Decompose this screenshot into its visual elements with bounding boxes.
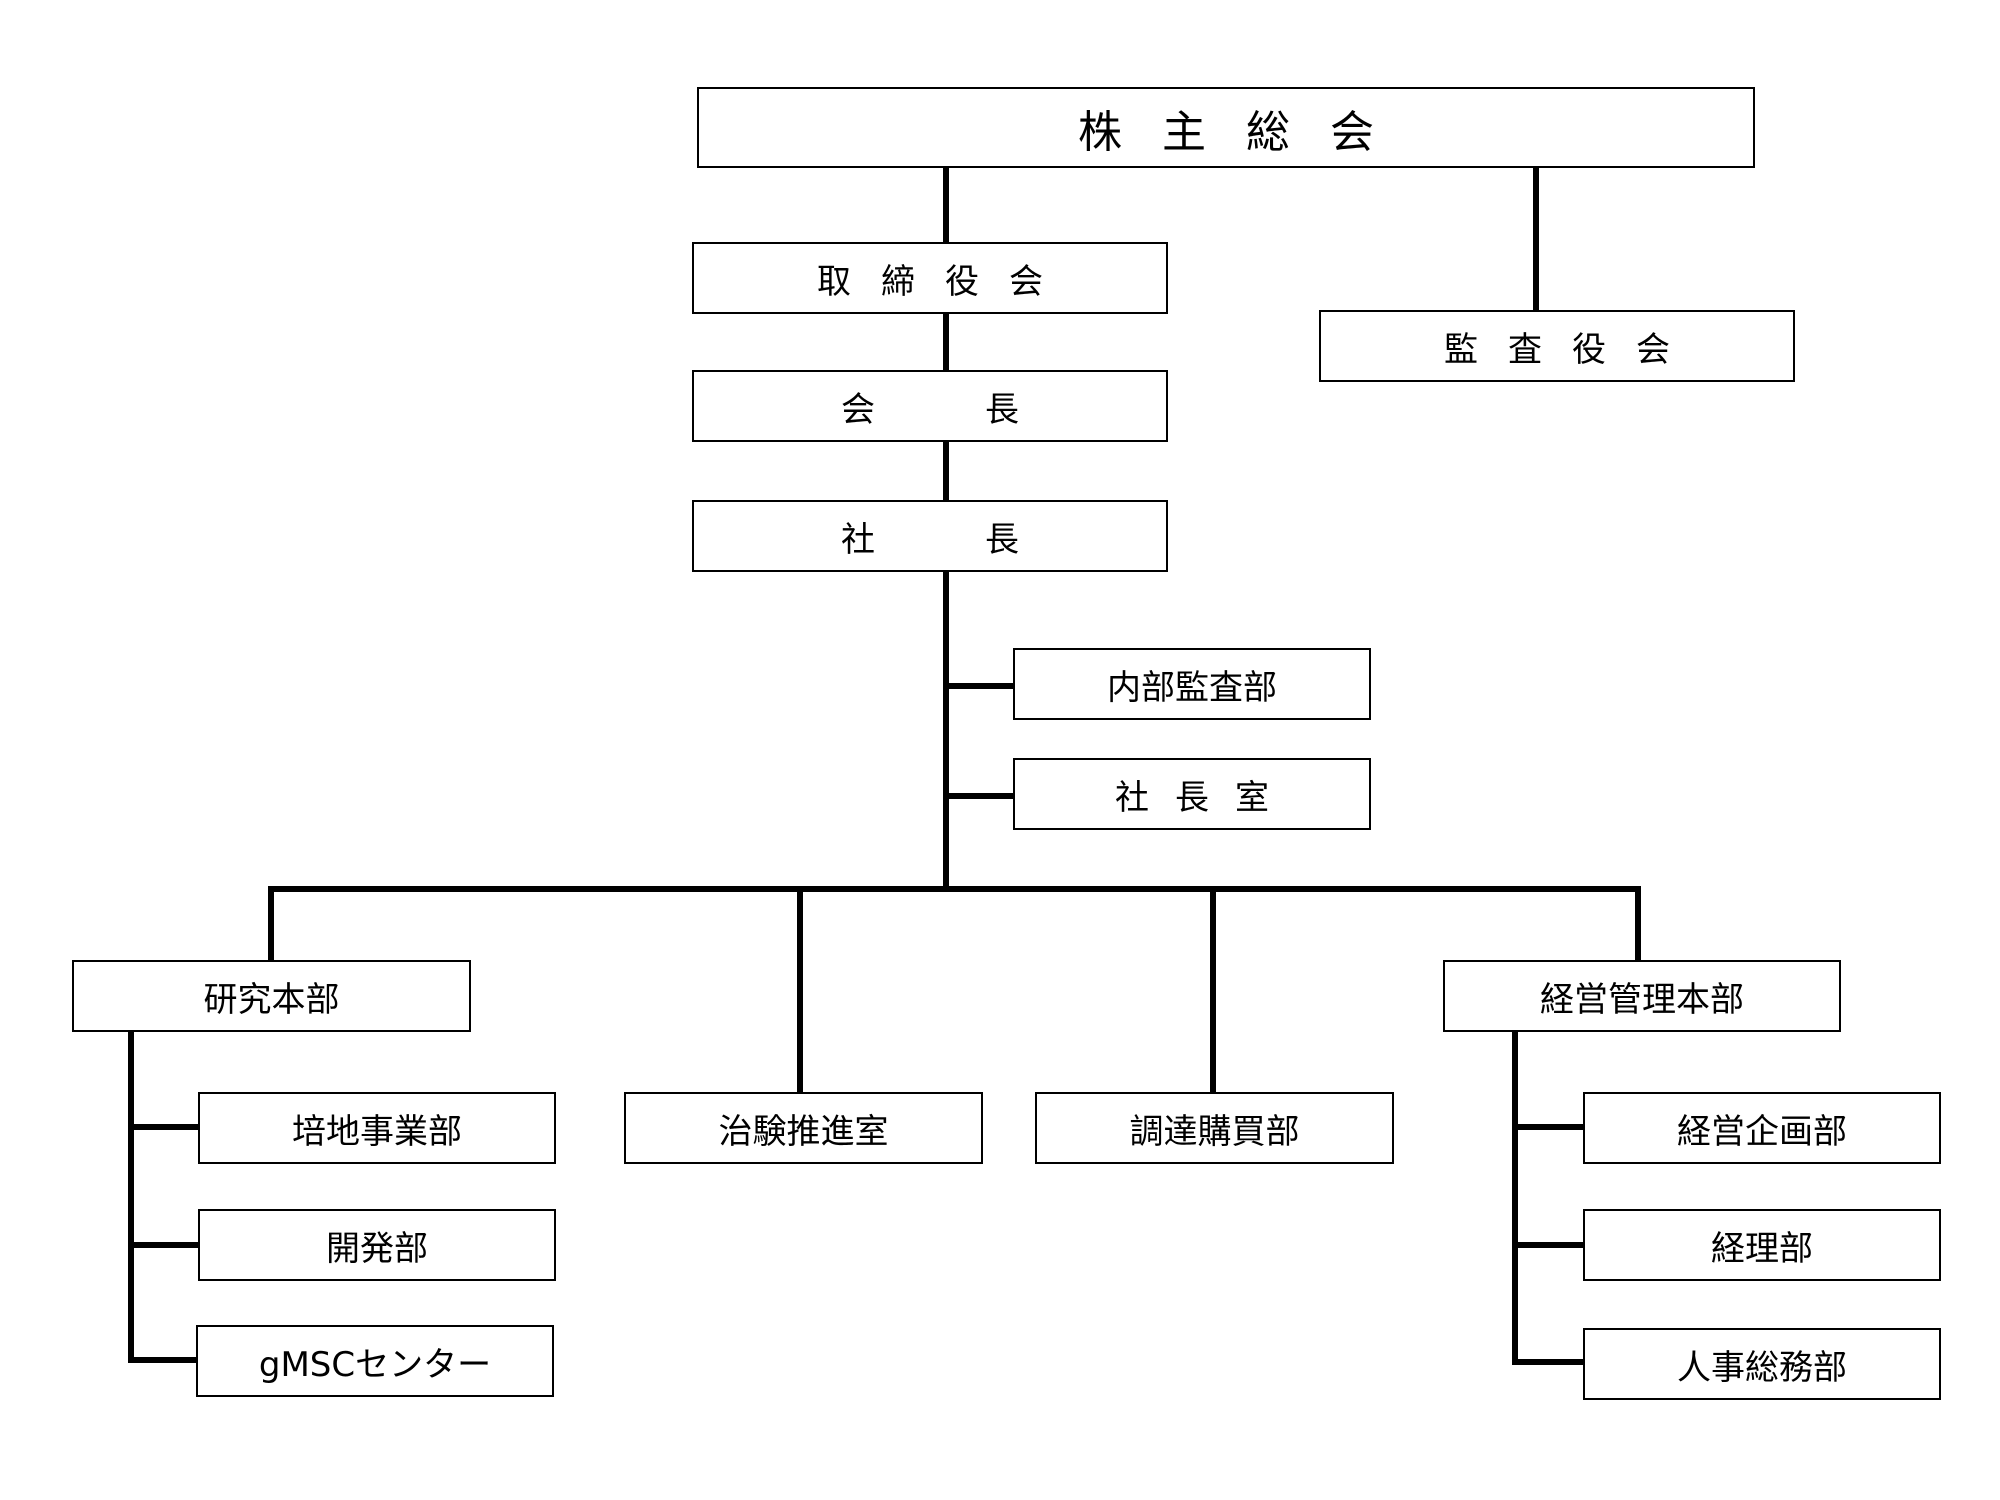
board-label: 取締役会 bbox=[817, 261, 1073, 302]
chairman-label: 会長 bbox=[841, 389, 1129, 430]
accounting-label: 経理部 bbox=[1711, 1228, 1813, 1269]
clinical-trial-box: 治験推進室 bbox=[624, 1092, 983, 1164]
procurement-label: 調達購買部 bbox=[1129, 1111, 1300, 1152]
corporate-planning-box: 経営企画部 bbox=[1583, 1092, 1941, 1164]
auditors-label: 監査役会 bbox=[1444, 329, 1700, 370]
development-box: 開発部 bbox=[198, 1209, 556, 1281]
research-hq-label: 研究本部 bbox=[203, 979, 340, 1020]
corporate-planning-label: 経営企画部 bbox=[1677, 1111, 1847, 1152]
culture-medium-label: 培地事業部 bbox=[292, 1111, 462, 1152]
internal-audit-box: 内部監査部 bbox=[1013, 648, 1371, 720]
gmsc-center-box: gMSCセンター bbox=[196, 1325, 554, 1397]
president-office-box: 社長室 bbox=[1013, 758, 1371, 830]
management-hq-label: 経営管理本部 bbox=[1540, 979, 1744, 1020]
development-label: 開発部 bbox=[326, 1228, 428, 1269]
hr-general-box: 人事総務部 bbox=[1583, 1328, 1941, 1400]
accounting-box: 経理部 bbox=[1583, 1209, 1941, 1281]
culture-medium-box: 培地事業部 bbox=[198, 1092, 556, 1164]
board-box: 取締役会 bbox=[692, 242, 1168, 314]
clinical-trial-label: 治験推進室 bbox=[718, 1111, 889, 1152]
gmsc-center-label: gMSCセンター bbox=[258, 1344, 492, 1385]
procurement-box: 調達購買部 bbox=[1035, 1092, 1394, 1164]
chairman-box: 会長 bbox=[692, 370, 1168, 442]
president-office-label: 社長室 bbox=[1115, 777, 1295, 818]
shareholders-box: 株主総会 bbox=[697, 87, 1755, 168]
president-label: 社長 bbox=[841, 519, 1129, 560]
president-box: 社長 bbox=[692, 500, 1168, 572]
internal-audit-label: 内部監査部 bbox=[1107, 667, 1277, 708]
management-hq-box: 経営管理本部 bbox=[1443, 960, 1841, 1032]
hr-general-label: 人事総務部 bbox=[1677, 1347, 1847, 1388]
research-hq-box: 研究本部 bbox=[72, 960, 471, 1032]
auditors-box: 監査役会 bbox=[1319, 310, 1795, 382]
shareholders-label: 株主総会 bbox=[1078, 106, 1414, 158]
